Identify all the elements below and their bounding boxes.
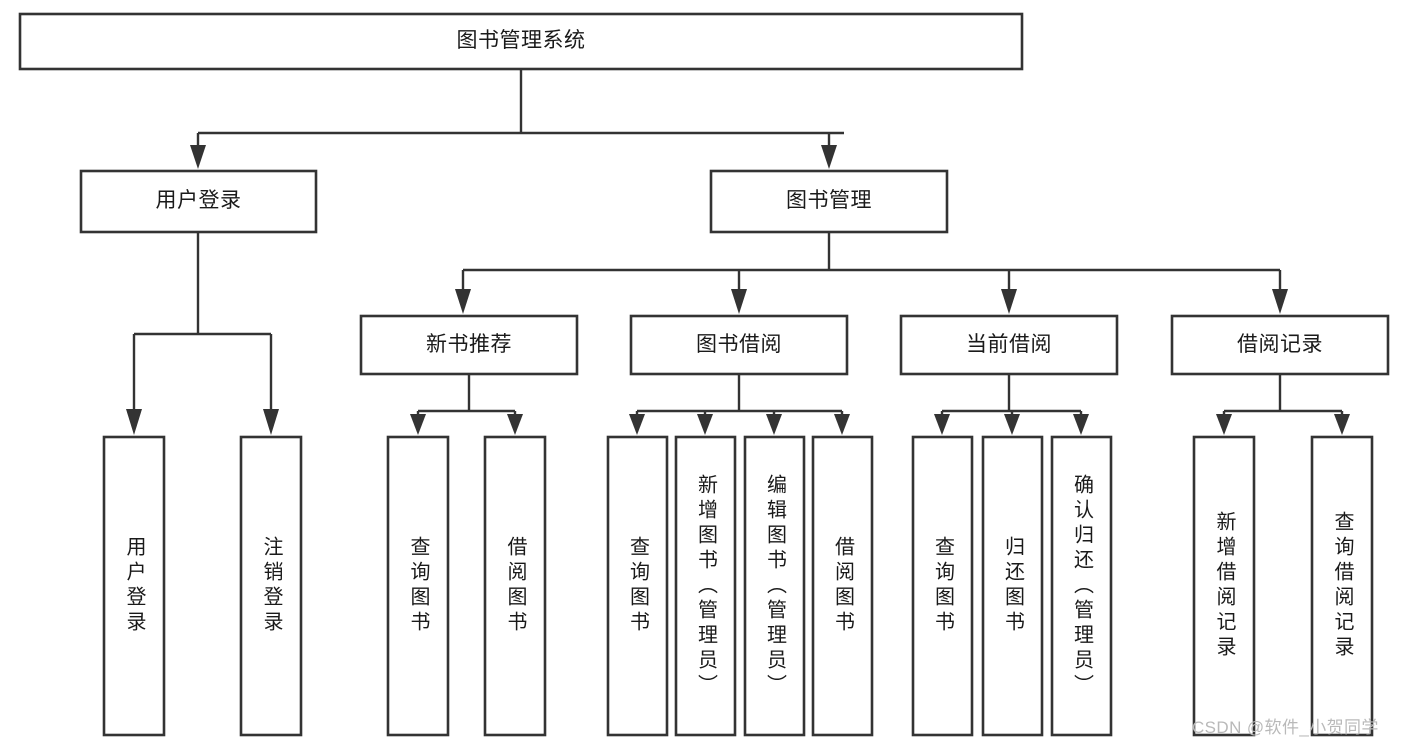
arrow-head-icon xyxy=(263,409,279,435)
leaf-box-user-login-1[interactable] xyxy=(239,435,303,737)
leaf-box-book-borrow-1[interactable] xyxy=(674,435,737,737)
arrow-head-icon xyxy=(410,414,426,435)
arrow-head-icon xyxy=(1001,289,1017,314)
leaf-box-current-borrow-2[interactable] xyxy=(1050,435,1113,737)
arrow-head-icon xyxy=(126,409,142,435)
leaf-box-book-borrow-3[interactable] xyxy=(811,435,874,737)
arrow-head-icon xyxy=(934,414,950,435)
leaf-box-user-login-0[interactable] xyxy=(102,435,166,737)
arrow-head-icon xyxy=(190,145,206,169)
arrow-head-icon xyxy=(697,414,713,435)
node-box-new-book-recommend[interactable] xyxy=(359,314,579,376)
arrow-head-icon xyxy=(731,289,747,314)
arrow-head-icon xyxy=(766,414,782,435)
connector-currentborrow-to-leaves xyxy=(934,374,1089,435)
watermark-text: CSDN @软件_小贺同学 xyxy=(1192,718,1379,737)
node-box-user-login[interactable] xyxy=(79,169,318,234)
arrow-head-icon xyxy=(834,414,850,435)
connector-borrowrecord-to-leaves xyxy=(1216,374,1350,435)
connector-userlogin-to-leaves xyxy=(126,232,279,435)
leaf-box-current-borrow-0[interactable] xyxy=(911,435,974,737)
leaf-box-new-book-1[interactable] xyxy=(483,435,547,737)
leaf-box-new-book-0[interactable] xyxy=(386,435,450,737)
node-box-root[interactable] xyxy=(18,12,1024,71)
arrow-head-icon xyxy=(1004,414,1020,435)
arrow-head-icon xyxy=(1073,414,1089,435)
node-box-book-management[interactable] xyxy=(709,169,949,234)
leaf-box-book-borrow-2[interactable] xyxy=(743,435,806,737)
arrow-head-icon xyxy=(629,414,645,435)
node-box-borrow-record[interactable] xyxy=(1170,314,1390,376)
node-box-current-borrow[interactable] xyxy=(899,314,1119,376)
arrow-head-icon xyxy=(455,289,471,314)
leaf-box-borrow-record-0[interactable] xyxy=(1192,435,1256,737)
arrow-head-icon xyxy=(1272,289,1288,314)
arrow-head-icon xyxy=(507,414,523,435)
leaf-box-borrow-record-1[interactable] xyxy=(1310,435,1374,737)
arrow-head-icon xyxy=(1216,414,1232,435)
connector-root-to-level2 xyxy=(190,69,844,169)
connector-bookborrow-to-leaves xyxy=(629,374,850,435)
node-box-book-borrow[interactable] xyxy=(629,314,849,376)
arrow-head-icon xyxy=(1334,414,1350,435)
leaf-box-current-borrow-1[interactable] xyxy=(981,435,1044,737)
connector-bookmgmt-to-level3 xyxy=(455,232,1288,314)
connector-newbook-to-leaves xyxy=(410,374,523,435)
arrow-head-icon xyxy=(821,145,837,169)
leaf-box-book-borrow-0[interactable] xyxy=(606,435,669,737)
